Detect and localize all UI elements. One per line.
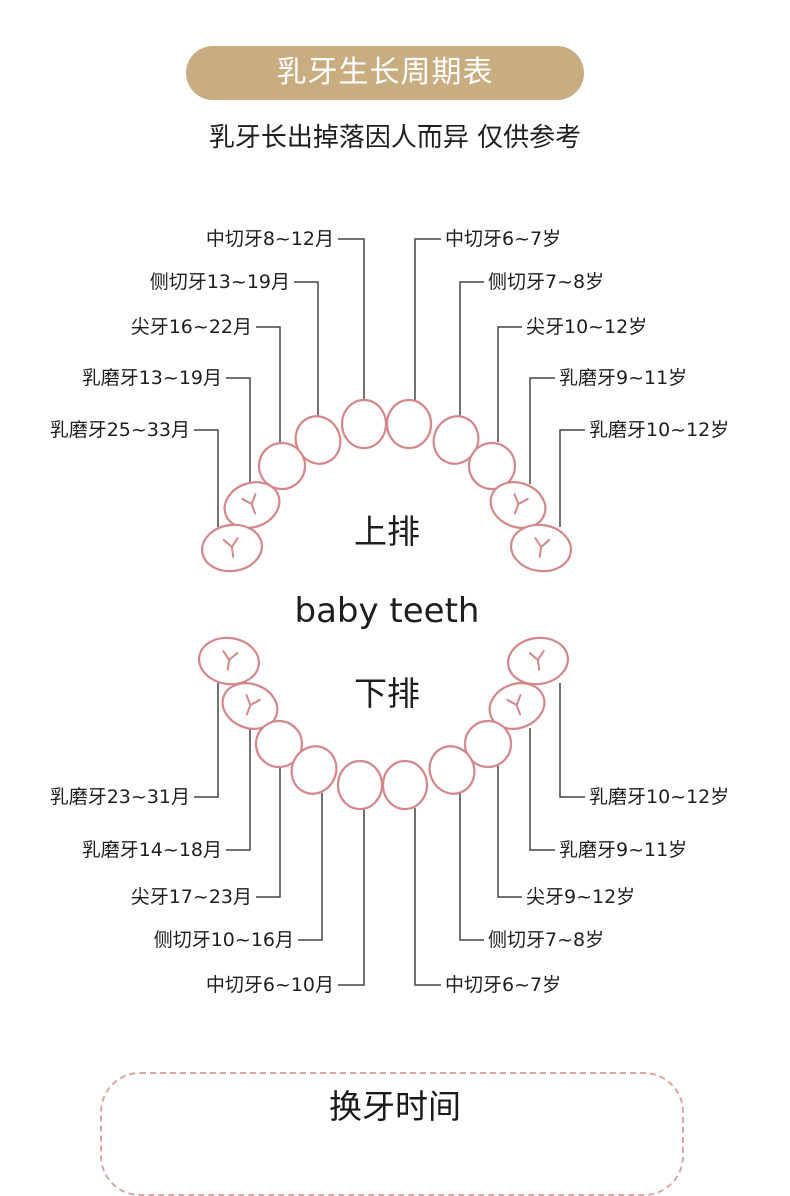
tooth bbox=[467, 441, 517, 491]
tooth-label: 乳磨牙13~19月 bbox=[82, 367, 222, 389]
leader-line bbox=[459, 793, 484, 941]
leader-line bbox=[414, 808, 441, 986]
tooth-label: 乳磨牙25~33月 bbox=[50, 419, 190, 441]
tooth-label: 乳磨牙10~12岁 bbox=[589, 786, 729, 808]
tooth-label: 侧切牙10~16月 bbox=[154, 929, 294, 951]
leader-line bbox=[338, 238, 365, 400]
tooth bbox=[385, 398, 433, 450]
leader-line bbox=[459, 281, 484, 417]
tooth bbox=[340, 398, 388, 450]
leader-line bbox=[529, 728, 555, 851]
leader-line bbox=[414, 238, 441, 400]
leader-line bbox=[256, 326, 281, 442]
molar-tooth bbox=[198, 636, 260, 686]
tooth-label: 尖牙16~22月 bbox=[131, 316, 252, 338]
molar-groove bbox=[241, 493, 257, 515]
leader-line bbox=[497, 766, 522, 898]
molar-tooth bbox=[489, 481, 547, 529]
tooth-labels: 中切牙8~12月侧切牙13~19月尖牙16~22月乳磨牙13~19月乳磨牙25~… bbox=[50, 228, 730, 996]
tooth bbox=[336, 759, 384, 811]
leader-line bbox=[298, 793, 323, 941]
molar-groove bbox=[528, 650, 545, 671]
tooth-label: 侧切牙13~19月 bbox=[150, 271, 290, 293]
leader-line bbox=[559, 683, 585, 798]
tooth-label: 中切牙6~7岁 bbox=[445, 974, 561, 996]
section-title: 换牙时间 bbox=[329, 1087, 461, 1126]
leader-line bbox=[497, 326, 522, 442]
leader-line bbox=[256, 766, 281, 898]
tooth-label: 乳磨牙9~11岁 bbox=[559, 367, 687, 389]
molar-groove bbox=[245, 694, 261, 716]
molar-tooth bbox=[507, 636, 569, 686]
leader-line bbox=[194, 683, 219, 798]
molar-groove bbox=[506, 694, 522, 716]
molar-tooth bbox=[201, 523, 263, 573]
title-banner: 乳牙生长周期表 bbox=[186, 46, 584, 100]
tooth bbox=[290, 745, 338, 795]
tooth-label: 乳磨牙23~31月 bbox=[50, 786, 190, 808]
tooth-label: 乳磨牙10~12岁 bbox=[589, 419, 729, 441]
leader-line bbox=[338, 808, 365, 986]
molar-tooth bbox=[223, 481, 281, 529]
tooth-label: 尖牙10~12岁 bbox=[526, 316, 647, 338]
molar-groove bbox=[513, 493, 529, 515]
teeth-outlines bbox=[198, 398, 572, 811]
baby-teeth-label: baby teeth bbox=[295, 591, 480, 631]
tooth-label: 中切牙8~12月 bbox=[206, 228, 334, 250]
subtitle: 乳牙长出掉落因人而异 仅供参考 bbox=[208, 123, 582, 153]
lower-row-label: 下排 bbox=[354, 674, 420, 713]
leader-line bbox=[294, 281, 319, 417]
tooth-label: 乳磨牙9~11岁 bbox=[559, 839, 687, 861]
tooth-label: 尖牙9~12岁 bbox=[526, 886, 635, 908]
leader-line bbox=[529, 377, 555, 484]
tooth-label: 尖牙17~23月 bbox=[131, 886, 252, 908]
molar-tooth bbox=[510, 523, 572, 573]
tooth-label: 侧切牙7~8岁 bbox=[488, 929, 604, 951]
molar-groove bbox=[222, 537, 239, 558]
leader-line bbox=[559, 429, 585, 527]
upper-row-label: 上排 bbox=[354, 512, 420, 551]
teeth-diagram: 中切牙8~12月侧切牙13~19月尖牙16~22月乳磨牙13~19月乳磨牙25~… bbox=[50, 228, 730, 996]
leader-line bbox=[226, 377, 251, 484]
molar-groove bbox=[222, 650, 239, 671]
leader-lines bbox=[194, 238, 585, 986]
molar-groove bbox=[534, 537, 551, 558]
tooth bbox=[381, 759, 429, 811]
leader-line bbox=[226, 728, 251, 851]
molar-tooth bbox=[488, 682, 546, 730]
tooth-label: 乳磨牙14~18月 bbox=[82, 839, 222, 861]
tooth-label: 侧切牙7~8岁 bbox=[488, 271, 604, 293]
tooth-label: 中切牙6~10月 bbox=[206, 974, 334, 996]
tooth-label: 中切牙6~7岁 bbox=[445, 228, 561, 250]
molar-tooth bbox=[221, 682, 279, 730]
tooth bbox=[257, 441, 307, 491]
leader-line bbox=[194, 429, 219, 527]
